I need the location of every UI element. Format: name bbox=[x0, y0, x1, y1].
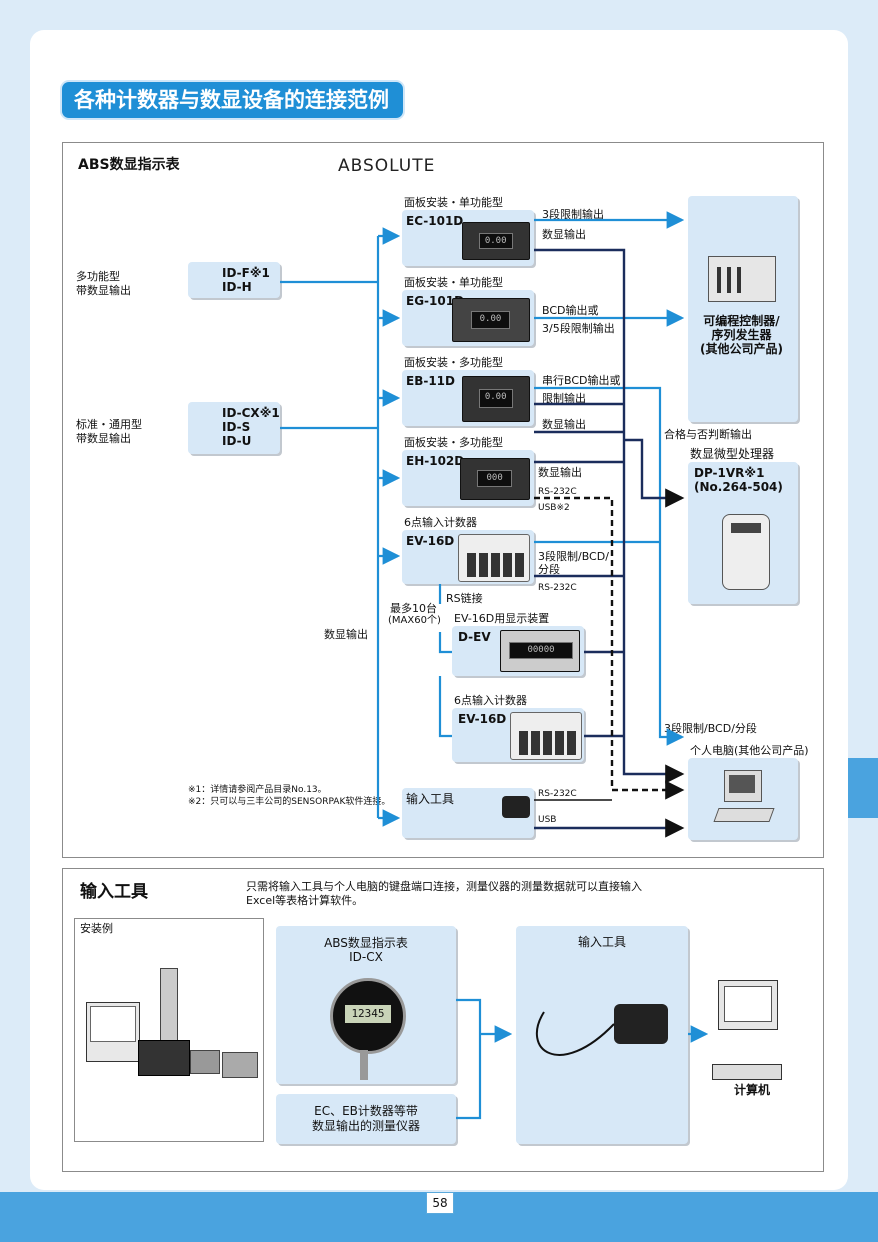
lbl-tool-usb: USB bbox=[538, 815, 557, 825]
dp-title: 数显微型处理器 bbox=[690, 447, 775, 461]
dp-model: DP-1VR※1 (No.264-504) bbox=[694, 466, 783, 494]
ec-title: 面板安装・单功能型 bbox=[404, 196, 503, 209]
lbl-ev-3: 3段限制/BCD/ bbox=[538, 550, 609, 563]
input-tool-label: 输入工具 bbox=[406, 792, 455, 806]
plc-block bbox=[688, 196, 798, 422]
install-photo-counter1 bbox=[190, 1050, 220, 1074]
dev-model: D-EV bbox=[458, 630, 491, 644]
multi-models: ID-F※1 ID-H bbox=[222, 266, 270, 294]
input-tool-device bbox=[502, 796, 530, 818]
side-tab bbox=[848, 758, 878, 818]
computer-label: 计算机 bbox=[734, 1083, 771, 1097]
lbl-eg-35: 3/5段限制输出 bbox=[542, 322, 615, 335]
computer-icon bbox=[718, 980, 778, 1030]
install-photo-laptop bbox=[86, 1002, 140, 1062]
ev-model: EV-16D bbox=[406, 534, 455, 548]
multi-model-block bbox=[188, 262, 280, 298]
d-ev-device: 00000 bbox=[500, 630, 580, 672]
gauge-reading: 12345 bbox=[345, 1005, 391, 1023]
absolute-logo: ABSOLUTE bbox=[338, 156, 436, 176]
data-output-label: 数显输出 bbox=[324, 628, 368, 641]
eh-model: EH-102D bbox=[406, 454, 465, 468]
input-section-heading: 输入工具 bbox=[80, 882, 148, 902]
ec-101d-device: 0.00 bbox=[462, 222, 530, 260]
lbl-ec-3: 3段限制输出 bbox=[542, 208, 604, 221]
footnote-1: ※1：详情请参阅产品目录No.13。 bbox=[188, 785, 327, 795]
eh-102d-device: 000 bbox=[460, 458, 530, 500]
ec-model: EC-101D bbox=[406, 214, 464, 228]
input-tool-photo bbox=[614, 1004, 668, 1044]
lbl-ev-seg: 分段 bbox=[538, 563, 560, 576]
eg-101d-device: 0.00 bbox=[452, 298, 530, 342]
lbl-eh-usb: USB※2 bbox=[538, 503, 570, 513]
ev-16d-2-device bbox=[510, 712, 582, 760]
abs-indicator-label: ABS数显指示表 ID-CX bbox=[324, 936, 408, 964]
eh-title: 面板安装・多功能型 bbox=[404, 436, 503, 449]
plc-icon bbox=[708, 256, 776, 302]
eg-model: EG-101D bbox=[406, 294, 465, 308]
multi-function-label: 多功能型 带数显输出 bbox=[76, 270, 131, 297]
eb-11d-device: 0.00 bbox=[462, 376, 530, 422]
standard-label: 标准・通用型 带数显输出 bbox=[76, 418, 142, 445]
eg-title: 面板安装・单功能型 bbox=[404, 276, 503, 289]
lbl-ec-data: 数显输出 bbox=[542, 228, 586, 241]
footnote-2: ※2：只可以与三丰公司的SENSORPAK软件连接。 bbox=[188, 797, 391, 807]
plc-label: 可编程控制器/ 序列发生器 (其他公司产品) bbox=[700, 314, 783, 356]
gonogo-label: 合格与否判断输出 bbox=[664, 428, 752, 441]
input-section-desc: 只需将输入工具与个人电脑的键盘端口连接，测量仪器的测量数据就可以直接输入 Exc… bbox=[246, 880, 642, 907]
ev2-model: EV-16D bbox=[458, 712, 507, 726]
install-photo-counter2 bbox=[222, 1052, 258, 1078]
lbl-rs-link: RS链接 bbox=[446, 592, 483, 605]
lbl-max2: (MAX60个) bbox=[388, 615, 441, 626]
install-example-label: 安装例 bbox=[80, 922, 113, 935]
gauge-stem bbox=[360, 1050, 368, 1080]
install-photo-base bbox=[138, 1040, 190, 1076]
ev2-title: 6点输入计数器 bbox=[454, 694, 527, 707]
lbl-eb-bcd: 串行BCD输出或 bbox=[542, 374, 621, 387]
counter-box bbox=[276, 1094, 456, 1144]
ev-16d-device bbox=[458, 534, 530, 582]
lbl-eh-data: 数显输出 bbox=[538, 466, 582, 479]
lbl-tool-rs: RS-232C bbox=[538, 789, 577, 799]
lbl-ev-rs: RS-232C bbox=[538, 583, 577, 593]
eb-title: 面板安装・多功能型 bbox=[404, 356, 503, 369]
lbl-eg-bcd: BCD输出或 bbox=[542, 304, 599, 317]
pc-title: 个人电脑(其他公司产品) bbox=[690, 744, 809, 757]
dp-1vr-device bbox=[722, 514, 770, 590]
counter-box-label: EC、EB计数器等带 数显输出的测量仪器 bbox=[311, 1104, 420, 1133]
3seg-label: 3段限制/BCD/分段 bbox=[664, 722, 757, 735]
computer-keyboard bbox=[712, 1064, 782, 1080]
lbl-max: 最多10台 bbox=[390, 602, 437, 615]
standard-models: ID-CX※1 ID-S ID-U bbox=[222, 406, 280, 448]
standard-model-block bbox=[188, 402, 280, 454]
ev-title: 6点输入计数器 bbox=[404, 516, 477, 529]
eb-model: EB-11D bbox=[406, 374, 455, 388]
input-tool-box-label: 输入工具 bbox=[577, 935, 626, 949]
lbl-eb-data: 数显输出 bbox=[542, 418, 586, 431]
gauge-icon: 12345 bbox=[330, 978, 406, 1054]
pc-icon bbox=[724, 770, 762, 802]
lbl-eh-rs: RS-232C bbox=[538, 487, 577, 497]
page-title: 各种计数器与数显设备的连接范例 bbox=[62, 82, 403, 118]
abs-header: ABS数显指示表 bbox=[78, 157, 180, 173]
page-number: 58 bbox=[426, 1192, 454, 1214]
dev-title: EV-16D用显示装置 bbox=[454, 612, 550, 625]
lbl-eb-limit: 限制输出 bbox=[542, 392, 586, 405]
